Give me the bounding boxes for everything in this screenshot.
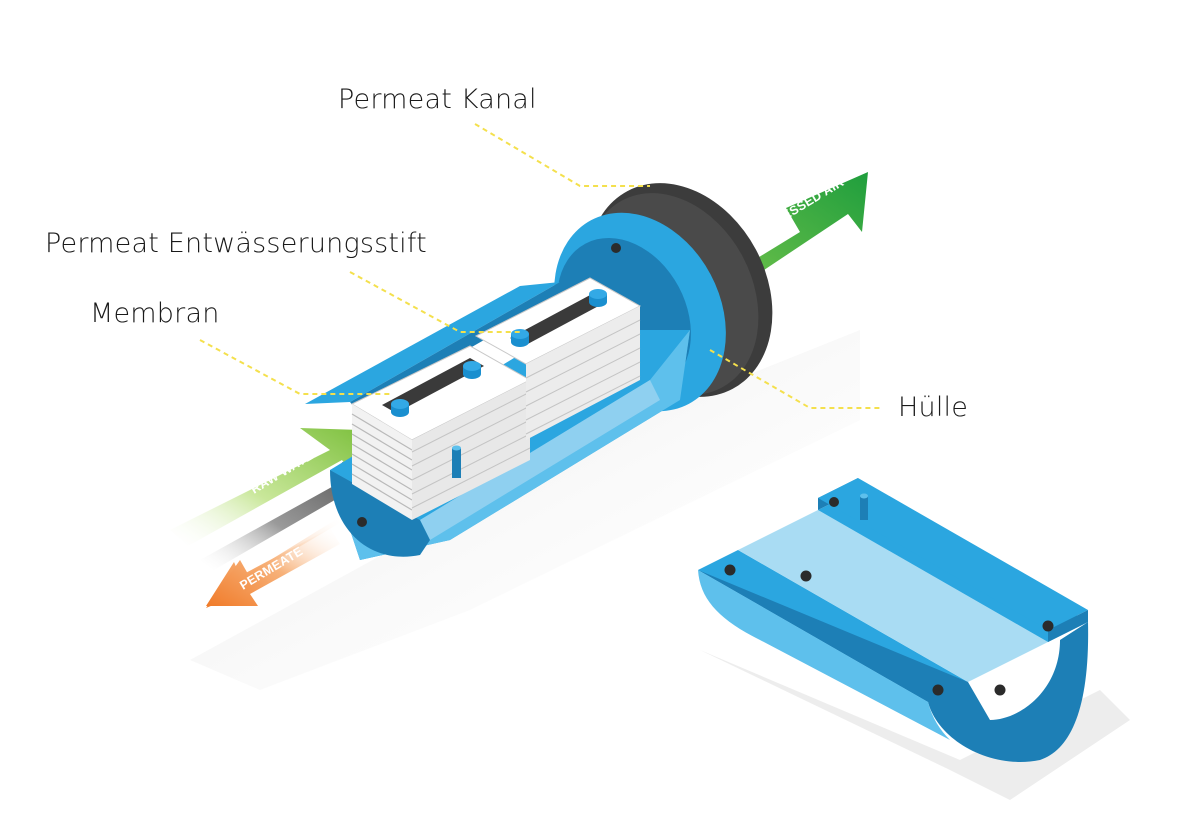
shell-bolt-2 bbox=[800, 570, 812, 582]
shell-bolt-3 bbox=[932, 684, 944, 696]
half-shell-shadow bbox=[700, 650, 1130, 800]
alignment-pin bbox=[452, 445, 461, 478]
leader-lines bbox=[199, 123, 880, 409]
end-cap-bolt bbox=[611, 243, 621, 253]
shell-bolt-1 bbox=[724, 564, 736, 576]
housing-front-face bbox=[330, 470, 430, 557]
drain-pin-back-a bbox=[511, 329, 529, 347]
drain-pin-back-b bbox=[589, 289, 607, 307]
membrane-stack-front bbox=[350, 345, 532, 520]
drain-pin-front-a bbox=[391, 399, 409, 417]
leader-entwaesserungsstift bbox=[349, 271, 520, 333]
label-huelle: Hülle bbox=[898, 392, 969, 423]
drain-pin-front-b bbox=[463, 361, 481, 379]
permeate-carrier-strip-front bbox=[382, 358, 484, 413]
shell-bolt-6 bbox=[829, 497, 839, 507]
housing-half-shell bbox=[698, 478, 1089, 762]
module-shadow bbox=[190, 330, 860, 690]
label-permeat-kanal: Permeat Kanal bbox=[338, 84, 537, 115]
permeate-carrier-strip-back bbox=[510, 294, 606, 346]
leader-membran bbox=[199, 339, 390, 395]
shell-bolt-4 bbox=[994, 684, 1006, 696]
shell-alignment-pin bbox=[860, 493, 868, 520]
leader-huelle bbox=[709, 349, 880, 409]
membrane-stack-back bbox=[474, 277, 642, 440]
label-membran: Membran bbox=[90, 298, 220, 329]
front-bolt bbox=[357, 517, 367, 527]
membrane-module bbox=[305, 183, 773, 560]
label-permeat-entwaesserungsstift: Permeat Entwässerungsstift bbox=[45, 228, 427, 259]
shell-bolt-5 bbox=[1042, 620, 1054, 632]
leader-permeat-kanal bbox=[474, 123, 650, 187]
